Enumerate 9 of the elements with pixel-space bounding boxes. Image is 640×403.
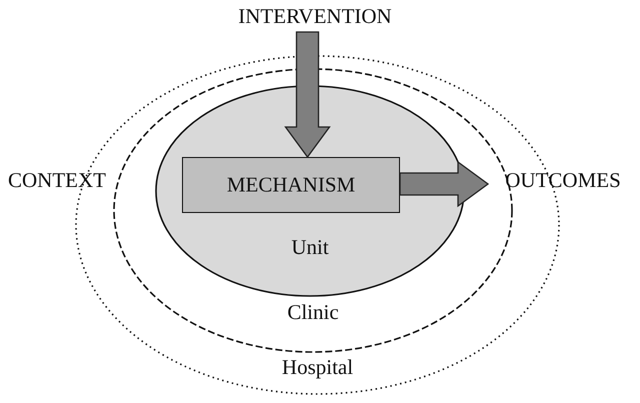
process-label: MECHANISM	[226, 172, 356, 198]
text-label: CONTEXT	[8, 168, 106, 193]
block-arrow	[284, 31, 331, 158]
region-label: Hospital	[282, 355, 354, 380]
text-label: INTERVENTION	[238, 4, 392, 29]
text-label: OUTCOMES	[505, 168, 621, 193]
region-label: Unit	[291, 235, 329, 260]
region-label: Clinic	[287, 300, 339, 325]
block-arrow	[399, 160, 490, 208]
